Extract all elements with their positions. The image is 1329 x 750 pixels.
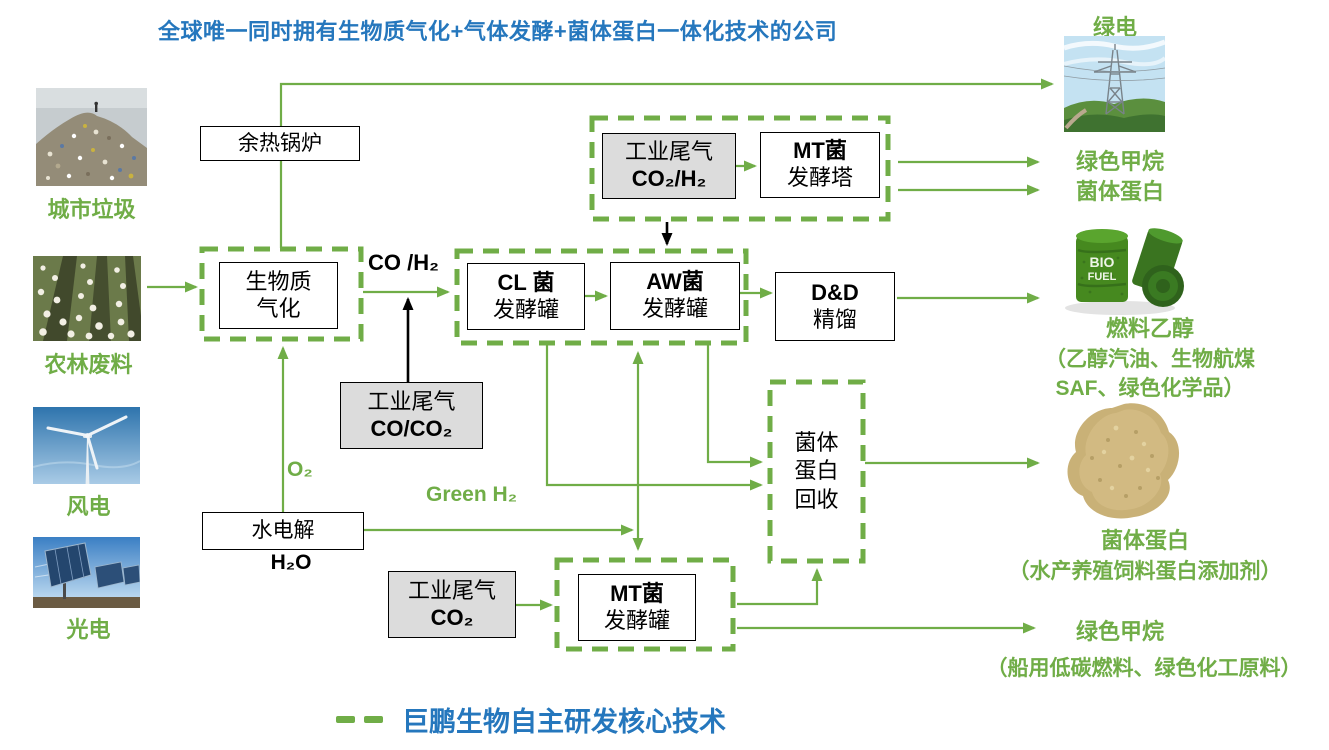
- cl-tank-line2: 发酵罐: [492, 296, 559, 322]
- electrolysis-label: 水电解: [251, 519, 315, 543]
- methane-product-sub: （船用低碳燃料、绿色化工原料）: [986, 657, 1302, 680]
- tailgas-co2-h2-line2: CO₂/H₂: [631, 166, 707, 191]
- tailgas-co2-h2-line1: 工业尾气: [624, 139, 713, 165]
- green-power-photo: [1064, 36, 1165, 132]
- legend-dash-icon: [336, 716, 355, 723]
- arrow-mttank-to-recovery: [737, 568, 823, 606]
- aw-tank-line1: AW菌: [646, 269, 704, 295]
- cl-tank-box: CL 菌 发酵罐: [467, 263, 585, 330]
- protein-recovery-line1: 菌体: [794, 429, 839, 455]
- protein-recovery-line2: 蛋白: [794, 458, 839, 484]
- water-label: H₂O: [270, 551, 312, 574]
- methane-product-title: 绿色甲烷: [1075, 619, 1164, 644]
- barrel-text-fuel: FUEL: [1088, 271, 1117, 283]
- agri-waste-photo: [33, 256, 141, 341]
- arrow-cl-to-recovery: [545, 345, 763, 491]
- protein-recovery-line3: 回收: [794, 486, 839, 512]
- legend: 巨鹏生物自主研发核心技术: [336, 700, 726, 739]
- dd-distillation-box: D&D 精馏: [775, 272, 895, 341]
- mt-tank-box: MT菌 发酵罐: [578, 574, 696, 641]
- gasification-line2: 气化: [256, 295, 301, 321]
- protein-powder-photo: [1048, 400, 1200, 526]
- city-waste-label: 城市垃圾: [47, 197, 136, 222]
- gasification-box: 生物质 气化: [219, 262, 338, 329]
- microbial-protein-label: 菌体蛋白: [1075, 179, 1164, 204]
- arrow-boiler-to-greenpower: [279, 78, 1054, 126]
- solar-power-label: 光电: [66, 617, 111, 642]
- fuel-ethanol-sub1: （乙醇汽油、生物航煤: [1045, 347, 1255, 371]
- tailgas-co-co2-line1: 工业尾气: [367, 388, 456, 414]
- barrel-text-bio: BIO: [1090, 254, 1115, 270]
- dd-line2: 精馏: [812, 306, 857, 332]
- gasification-line1: 生物质: [245, 268, 312, 294]
- syngas-label: CO /H₂: [368, 250, 439, 275]
- waste-heat-boiler-box: 余热锅炉: [200, 126, 360, 161]
- page-title: 全球唯一同时拥有生物质气化+气体发酵+菌体蛋白一体化技术的公司: [158, 19, 838, 44]
- wind-power-photo: [33, 407, 140, 484]
- protein-recovery-box: 菌体 蛋白 回收: [770, 382, 863, 561]
- protein-product-title: 菌体蛋白: [1100, 528, 1189, 553]
- fuel-ethanol-sub2: SAF、绿色化学品）: [1055, 377, 1245, 401]
- green-methane-label: 绿色甲烷: [1075, 149, 1164, 174]
- waste-heat-boiler-label: 余热锅炉: [238, 131, 322, 155]
- protein-product-sub: （水产养殖饲料蛋白添加剂）: [1008, 559, 1282, 583]
- biofuel-barrels-photo: BIO FUEL: [1060, 220, 1193, 316]
- fuel-ethanol-title: 燃料乙醇: [1105, 316, 1194, 341]
- dd-line1: D&D: [811, 279, 859, 305]
- wind-power-label: 风电: [66, 494, 111, 519]
- mt-tower-box: MT菌 发酵塔: [760, 132, 880, 198]
- green-h2-label: Green H₂: [426, 483, 518, 506]
- tailgas-co-co2-line2: CO/CO₂: [370, 415, 453, 441]
- cl-tank-line1: CL 菌: [497, 269, 555, 295]
- mt-tank-line1: MT菌: [610, 580, 664, 606]
- fuel-ethanol-block: 燃料乙醇 （乙醇汽油、生物航煤 SAF、绿色化学品）: [995, 314, 1305, 404]
- tailgas-co2-line2: CO₂: [430, 604, 474, 630]
- mt-tower-line1: MT菌: [793, 138, 847, 164]
- agri-waste-label: 农林废料: [44, 352, 133, 377]
- legend-text: 巨鹏生物自主研发核心技术: [402, 707, 726, 737]
- oxygen-label: O₂: [287, 458, 313, 481]
- electrolysis-box: 水电解: [202, 512, 364, 550]
- aw-tank-box: AW菌 发酵罐: [610, 262, 740, 330]
- city-waste-photo: [36, 88, 147, 186]
- tailgas-co-co2-box: 工业尾气 CO/CO₂: [340, 382, 483, 449]
- green-power-label: 绿电: [1092, 15, 1137, 40]
- methane-product-sub-block: （船用低碳燃料、绿色化工原料）: [962, 654, 1326, 683]
- aw-tank-line2: 发酵罐: [641, 296, 708, 321]
- tailgas-co2-line1: 工业尾气: [407, 577, 496, 603]
- tailgas-co2-box: 工业尾气 CO₂: [388, 571, 516, 638]
- solar-power-photo: [33, 537, 140, 608]
- protein-product-block: 菌体蛋白 （水产养殖饲料蛋白添加剂）: [975, 526, 1315, 586]
- mt-tower-line2: 发酵塔: [786, 165, 853, 190]
- mt-tank-line2: 发酵罐: [603, 607, 670, 633]
- legend-dash-icon: [364, 716, 383, 723]
- arrow-aw-to-recovery: [706, 345, 763, 468]
- tailgas-co2-h2-box: 工业尾气 CO₂/H₂: [602, 133, 736, 199]
